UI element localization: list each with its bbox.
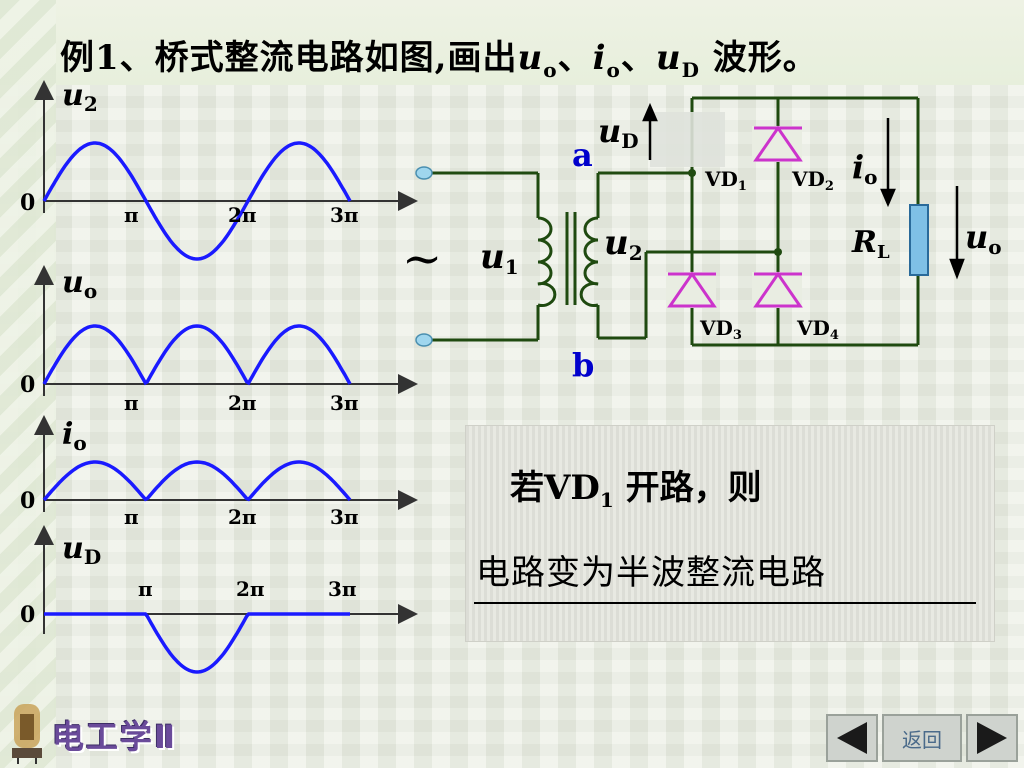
title-sep1: 、 — [557, 38, 593, 78]
note-underline — [474, 602, 976, 604]
wave-plots: 0 π 2π 3π u2 0 π 2π 3π uo 0 π 2π 3π io 0 π 2π 3π uD — [20, 80, 418, 674]
vd2-label: VD2 — [791, 167, 834, 194]
zero-label: 0 — [20, 488, 35, 514]
title-u: u — [517, 38, 544, 78]
header-band — [0, 0, 1024, 85]
title-io-sub: o — [606, 57, 621, 82]
back-button[interactable]: 返回 — [882, 714, 962, 762]
title-o-sub: o — [543, 57, 558, 82]
y-axis-label: uD — [62, 531, 101, 569]
y-axis-label: uo — [62, 265, 97, 303]
diode-vd4 — [752, 271, 803, 308]
io-label: io — [852, 148, 878, 189]
title-u2: u — [655, 38, 682, 78]
tick-label: 3π — [330, 505, 359, 529]
waveform-curve — [42, 141, 352, 261]
note-line-1: 若VD1 开路，则 — [510, 468, 762, 512]
vd1-label: VD1 — [704, 167, 747, 194]
tick-label: π — [138, 577, 153, 601]
vd1-open-region — [650, 112, 725, 167]
input-terminal-top — [415, 166, 433, 180]
zero-label: 0 — [20, 602, 35, 628]
prev-arrow-icon — [837, 722, 867, 754]
logo-text: 电工学Ⅱ — [52, 718, 178, 756]
tick-label: 2π — [228, 505, 257, 529]
diode-vd3 — [666, 271, 717, 308]
secondary-coil — [579, 216, 599, 307]
wave-plot-2: 0 π 2π 3π uo — [20, 265, 418, 415]
y-axis-label: u2 — [62, 80, 98, 116]
title-D-sub: D — [681, 57, 700, 82]
uo-label: uo — [965, 218, 1002, 259]
node-dot-a — [688, 169, 696, 177]
note-line-2: 电路变为半波整流电路 — [476, 553, 826, 593]
wave-plot-1: 0 π 2π 3π u2 — [20, 80, 418, 261]
prev-button[interactable] — [826, 714, 878, 762]
zero-label: 0 — [20, 190, 35, 216]
title-i: i — [592, 38, 607, 78]
tick-label: 3π — [330, 203, 359, 227]
waveforms-panel: 0 π 2π 3π u2 0 π 2π 3π uo 0 π 2π 3π io 0 π 2π 3π uD — [20, 80, 418, 674]
title-prefix: 例1、桥式整流电路如图,画出 — [60, 38, 518, 78]
tick-label: π — [124, 505, 139, 529]
input-terminal-bottom — [415, 333, 433, 347]
tick-label: π — [124, 391, 139, 415]
tick-label: 3π — [328, 577, 357, 601]
vd4-label: VD4 — [796, 316, 839, 343]
title-suffix: 波形。 — [699, 38, 818, 78]
wave-plot-3: 0 π 2π 3π io — [20, 415, 418, 529]
u1-label: u1 — [480, 237, 519, 279]
tick-label: 2π — [236, 577, 265, 601]
u2-label: u2 — [604, 223, 643, 265]
waveform-curve — [42, 460, 352, 502]
slide-navigation: 返回 — [826, 714, 1022, 766]
tick-label: 2π — [228, 391, 257, 415]
tick-label: 3π — [330, 391, 359, 415]
vd3-label: VD3 — [699, 316, 742, 343]
node-a-label: a — [572, 136, 593, 174]
logo-vacuum-tube-icon — [12, 704, 42, 764]
arrows — [642, 102, 965, 280]
tick-label: 2π — [228, 203, 257, 227]
diode-vd2 — [752, 125, 803, 162]
node-dot-b — [774, 248, 782, 256]
title-sep2: 、 — [620, 38, 656, 78]
bridge-rectifier-circuit: ~ u1 u2 uD a b VD1 VD2 VD3 VD4 io RL uo — [402, 96, 1002, 384]
next-button[interactable] — [966, 714, 1018, 762]
zero-label: 0 — [20, 372, 35, 398]
node-b-label: b — [572, 346, 594, 384]
tick-label: π — [124, 203, 139, 227]
waveform-curve — [42, 324, 352, 386]
primary-coil — [537, 216, 557, 307]
ac-source-symbol: ~ — [402, 231, 442, 287]
note-box — [465, 425, 995, 642]
wave-plot-4: 0 π 2π 3π uD — [20, 525, 418, 674]
uD-label: uD — [598, 112, 639, 153]
waveform-curve — [44, 612, 350, 674]
load-resistor — [909, 204, 929, 276]
next-arrow-icon — [977, 722, 1007, 754]
page-title: 例1、桥式整流电路如图,画出uo、io、uD 波形。 — [60, 30, 818, 82]
RL-label: RL — [851, 225, 890, 263]
y-axis-label: io — [62, 417, 87, 455]
